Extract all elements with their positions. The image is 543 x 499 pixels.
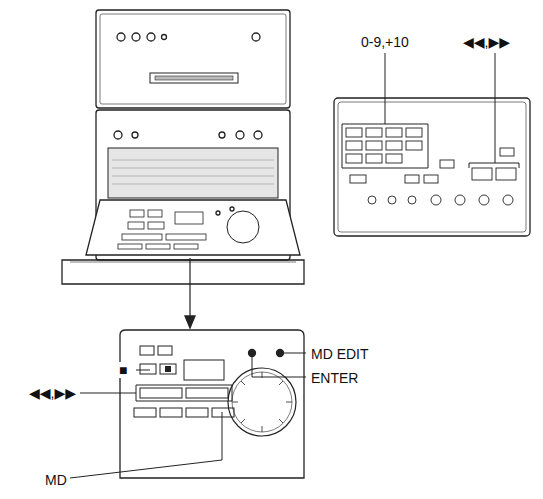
jog-dial (228, 368, 296, 436)
callout-label: ◀◀,▶▶ (28, 385, 77, 401)
panel-closeup (120, 330, 304, 478)
callout-label: MD EDIT (310, 346, 370, 362)
remote-control (334, 98, 530, 236)
callout-label: ◀◀,▶▶ (462, 34, 511, 50)
callout-label: MD (44, 472, 68, 488)
front-panel (86, 200, 300, 255)
callout-label: ENTER (310, 370, 359, 386)
callout-label: 0-9,+10 (360, 34, 410, 50)
tuner-unit (96, 10, 290, 108)
callout-symbol: ■ (118, 362, 128, 378)
